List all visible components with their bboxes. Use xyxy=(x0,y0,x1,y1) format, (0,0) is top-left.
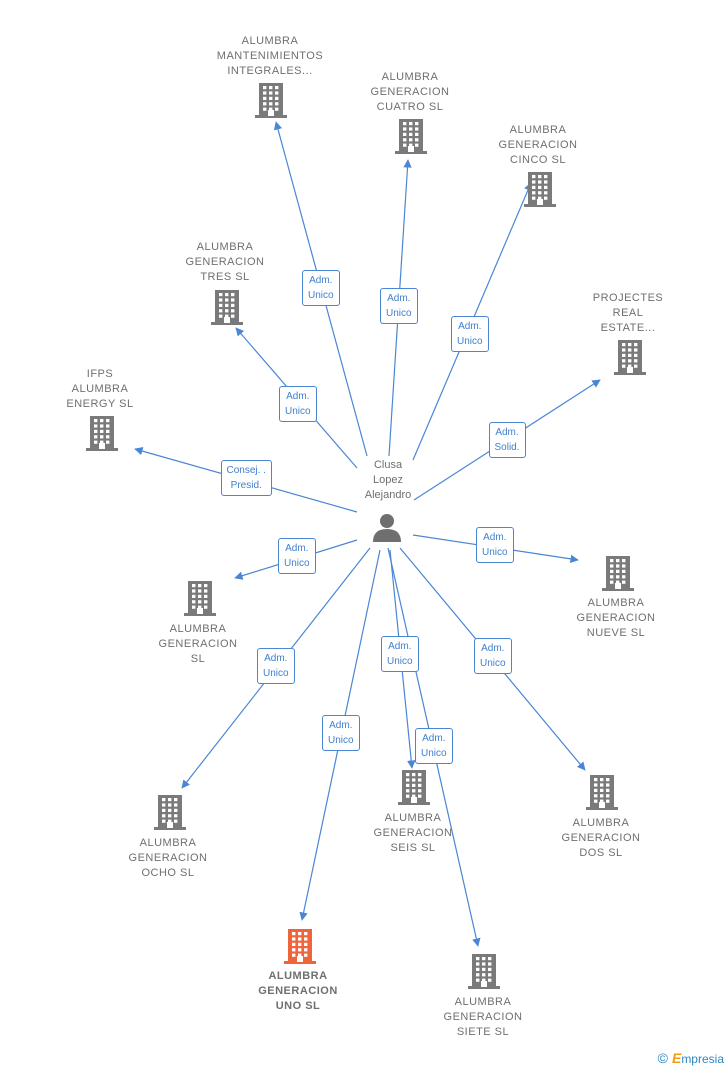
company-label-cinco[interactable]: ALUMBRA GENERACION CINCO SL xyxy=(498,124,578,166)
edge-label-ocho[interactable]: Adm. Unico xyxy=(257,648,295,684)
building-icon[interactable] xyxy=(524,172,556,213)
company-label-tres[interactable]: ALUMBRA GENERACION TRES SL xyxy=(185,241,265,283)
edge-label-cinco[interactable]: Adm. Unico xyxy=(451,316,489,352)
building-icon[interactable] xyxy=(284,929,316,970)
brand-initial: E xyxy=(671,1050,682,1066)
company-label-siete[interactable]: ALUMBRA GENERACION SIETE SL xyxy=(443,996,523,1038)
company-label-dos[interactable]: ALUMBRA GENERACION DOS SL xyxy=(561,817,641,859)
edge-label-cuatro[interactable]: Adm. Unico xyxy=(380,288,418,324)
building-icon[interactable] xyxy=(86,416,118,457)
brand-name: mpresia xyxy=(681,1052,724,1066)
company-label-uno[interactable]: ALUMBRA GENERACION UNO SL xyxy=(258,970,338,1012)
building-icon[interactable] xyxy=(184,581,216,622)
edge-label-tres[interactable]: Adm. Unico xyxy=(279,386,317,422)
company-label-nueve[interactable]: ALUMBRA GENERACION NUEVE SL xyxy=(576,597,656,639)
building-icon[interactable] xyxy=(255,83,287,124)
building-icon[interactable] xyxy=(602,556,634,597)
edge-label-uno[interactable]: Adm. Unico xyxy=(322,715,360,751)
building-icon[interactable] xyxy=(211,290,243,331)
company-label-ifps[interactable]: IFPS ALUMBRA ENERGY SL xyxy=(66,368,134,410)
edge-label-ifps[interactable]: Consej. . Presid. xyxy=(220,460,272,496)
company-label-cuatro[interactable]: ALUMBRA GENERACION CUATRO SL xyxy=(370,71,450,113)
edge-label-mantenimientos[interactable]: Adm. Unico xyxy=(302,270,340,306)
edge-label-seis[interactable]: Adm. Unico xyxy=(381,636,419,672)
company-label-mantenimientos[interactable]: ALUMBRA MANTENIMIENTOS INTEGRALES... xyxy=(216,35,324,77)
company-label-seis[interactable]: ALUMBRA GENERACION SEIS SL xyxy=(373,812,453,854)
building-icon[interactable] xyxy=(398,770,430,811)
building-icon[interactable] xyxy=(468,954,500,995)
edge-label-dos[interactable]: Adm. Unico xyxy=(474,638,512,674)
edge-label-nueve[interactable]: Adm. Unico xyxy=(476,527,514,563)
company-label-generacion[interactable]: ALUMBRA GENERACION SL xyxy=(158,623,238,665)
edge-label-siete[interactable]: Adm. Unico xyxy=(415,728,453,764)
building-icon[interactable] xyxy=(154,795,186,836)
footer-brand[interactable]: ©Empresia xyxy=(658,1050,724,1066)
building-icon[interactable] xyxy=(614,340,646,381)
person-icon[interactable] xyxy=(372,512,402,547)
company-label-ocho[interactable]: ALUMBRA GENERACION OCHO SL xyxy=(128,837,208,879)
building-icon[interactable] xyxy=(586,775,618,816)
center-person-label[interactable]: Clusa Lopez Alejandro xyxy=(364,459,412,501)
edge-label-projectes[interactable]: Adm. Solid. xyxy=(488,422,526,458)
copyright-icon: © xyxy=(657,1050,668,1066)
edge-label-generacion[interactable]: Adm. Unico xyxy=(278,538,316,574)
company-label-projectes[interactable]: PROJECTES REAL ESTATE... xyxy=(592,292,664,334)
building-icon[interactable] xyxy=(395,119,427,160)
